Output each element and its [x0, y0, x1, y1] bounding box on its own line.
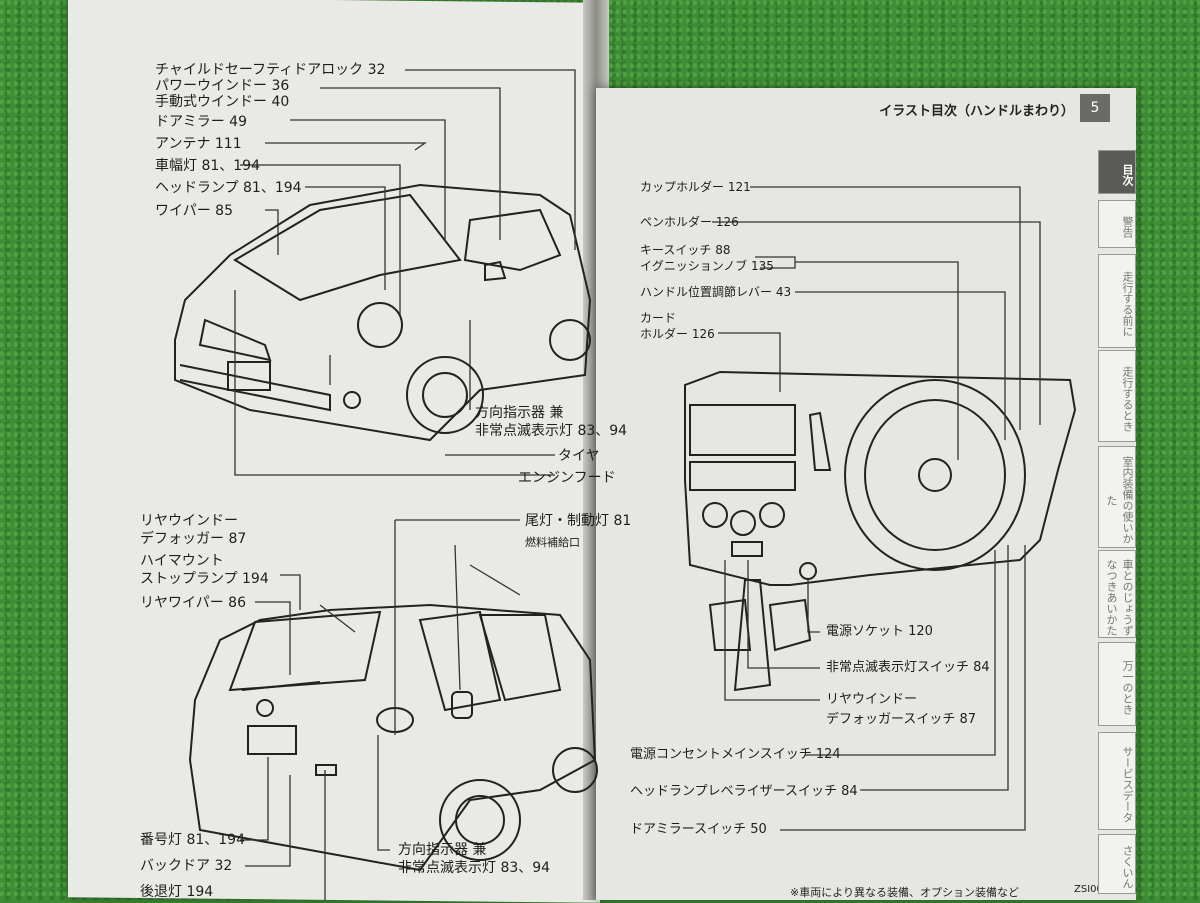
- label-tilt-lever: ハンドル位置調節レバー 43: [640, 285, 792, 299]
- side-tab-index: さくいん: [1098, 834, 1136, 894]
- label-door-mirror: ドアミラー 49: [155, 114, 247, 130]
- label-power-window: パワーウインドー 36: [155, 78, 290, 94]
- dashboard-illustration: [684, 370, 1077, 692]
- label-high-mount-2: ストップランプ 194: [140, 571, 269, 587]
- label-cup-holder: カップホルダー 121: [640, 180, 751, 194]
- label-rear-window-2: デフォッガー 87: [140, 531, 247, 547]
- label-card-holder-2: ホルダー 126: [640, 327, 715, 341]
- label-side-marker-lamp: 車幅灯 81、194: [155, 158, 260, 174]
- label-rear-wiper: リヤワイパー 86: [140, 595, 246, 611]
- side-tab-contents: 目次: [1098, 150, 1136, 194]
- front-car-illustration: [174, 183, 592, 442]
- page-number: 5: [1080, 94, 1110, 122]
- rear-car-illustration: [188, 603, 598, 872]
- side-tab-emergency: 万一のとき: [1098, 642, 1136, 726]
- label-backup-lamp: 後退灯 194: [140, 884, 214, 900]
- label-turn-signal-rear-1: 方向指示器 兼: [398, 842, 487, 858]
- side-tab-while-driving: 走行するとき: [1098, 350, 1136, 442]
- page-header: イラスト目次（ハンドルまわり） 5: [860, 94, 1110, 122]
- side-tab-service-data: サービスデータ: [1098, 732, 1136, 830]
- label-door-mirror-switch: ドアミラースイッチ 50: [630, 822, 767, 837]
- label-turn-signal-rear-2: 非常点滅表示灯 83、94: [398, 860, 551, 876]
- label-ignition-knob: イグニッションノブ 135: [640, 259, 774, 273]
- label-hazard-switch: 非常点滅表示灯スイッチ 84: [826, 660, 990, 675]
- side-tab-car-care: 車とのじょうずなつきあいかた: [1098, 550, 1136, 638]
- label-back-door: バックドア 32: [140, 858, 233, 874]
- side-tab-interior: 室内装備の使いかた: [1098, 446, 1136, 548]
- side-tab-before-driving: 走行する前に: [1098, 254, 1136, 348]
- label-high-mount-1: ハイマウント: [140, 553, 224, 569]
- label-card-holder-1: カード: [640, 311, 677, 325]
- label-antenna: アンテナ 111: [155, 136, 242, 152]
- label-turn-signal-front-2: 非常点滅表示灯 83、94: [475, 423, 628, 439]
- side-tab-warning: 警告: [1098, 200, 1136, 248]
- label-defogger-switch-1: リヤウインドー: [826, 692, 918, 707]
- label-tail-stop-lamp: 尾灯・制動灯 81: [525, 513, 632, 529]
- label-key-switch: キースイッチ 88: [640, 243, 731, 257]
- label-wiper: ワイパー 85: [155, 203, 233, 219]
- label-rear-window-1: リヤウインドー: [140, 513, 238, 529]
- footnote: ※車両により異なる装備、オプション装備など: [790, 886, 1019, 899]
- label-fuel-filler: 燃料補給口: [525, 536, 580, 549]
- label-tire: タイヤ: [558, 448, 600, 464]
- label-child-safety-lock: チャイルドセーフティドアロック 32: [155, 62, 386, 78]
- label-turn-signal-front-1: 方向指示器 兼: [475, 405, 564, 421]
- label-outlet-main-switch: 電源コンセントメインスイッチ 124: [630, 747, 841, 762]
- label-headlamp-leveler: ヘッドランプレベライザースイッチ 84: [630, 784, 858, 799]
- label-manual-window: 手動式ウインドー 40: [155, 94, 290, 110]
- figure-code: ZSI0042: [1074, 884, 1116, 895]
- label-defogger-switch-2: デフォッガースイッチ 87: [826, 712, 977, 727]
- label-headlamp: ヘッドランプ 81、194: [155, 180, 302, 196]
- label-engine-hood: エンジンフード: [518, 470, 616, 486]
- page-title: イラスト目次（ハンドルまわり）: [879, 104, 1074, 119]
- label-license-lamp: 番号灯 81、194: [140, 832, 245, 848]
- label-power-socket: 電源ソケット 120: [826, 624, 933, 639]
- leader-lines: [234, 69, 1041, 900]
- label-pen-holder: ペンホルダー 126: [640, 215, 739, 229]
